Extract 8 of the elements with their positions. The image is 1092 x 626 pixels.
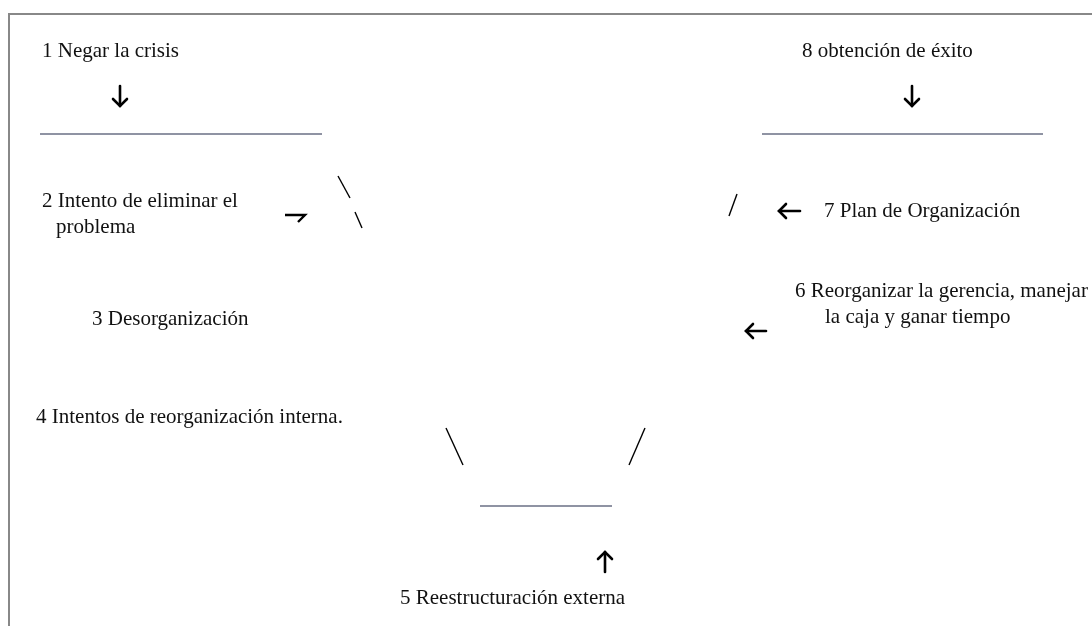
- step-label: 7 Plan de Organización: [824, 197, 1021, 223]
- step-label: 6 Reorganizar la gerencia, manejar la caja y ganar tiempo: [795, 277, 1089, 329]
- step-label: 3 Desorganización: [92, 305, 249, 331]
- step-label: 4 Intentos de reorganización interna.: [36, 403, 343, 429]
- step-label: 8 obtención de éxito: [802, 37, 973, 63]
- step-label: 1 Negar la crisis: [42, 37, 180, 63]
- step-label: 5 Reestructuración externa: [400, 584, 626, 610]
- step-label: 2 Intento de eliminar el problema: [42, 187, 239, 239]
